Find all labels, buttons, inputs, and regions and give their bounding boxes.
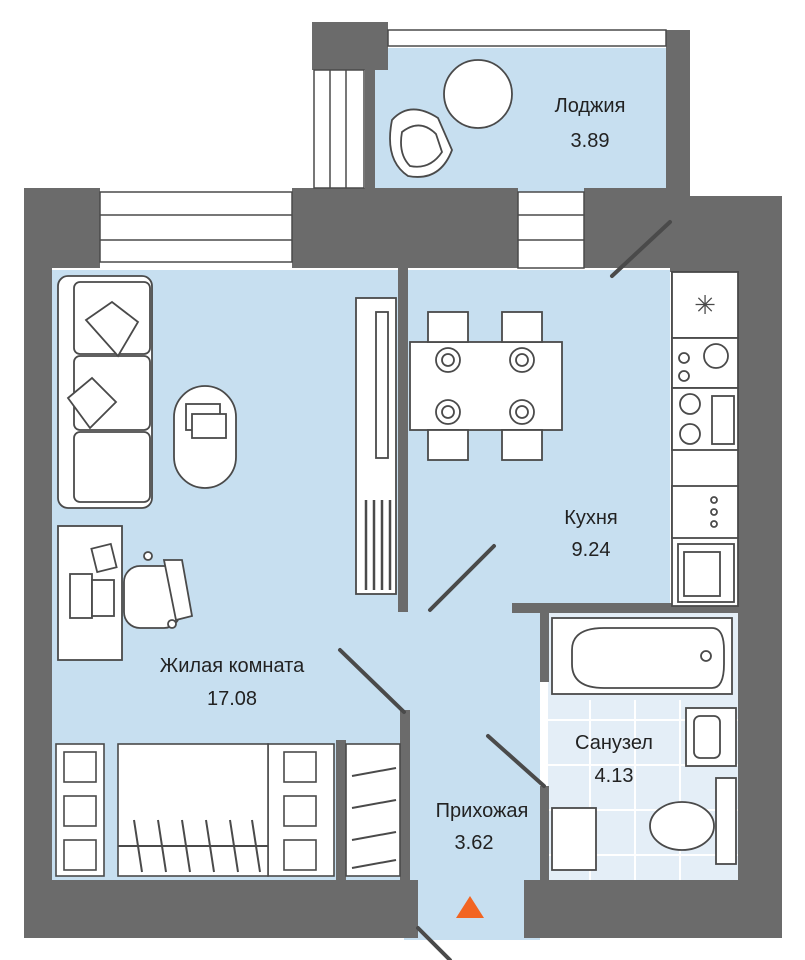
loggia-name: Лоджия <box>555 95 626 117</box>
loggia-window-top <box>387 29 667 47</box>
sofa <box>57 275 153 509</box>
bathroom-name: Санузел <box>575 732 653 754</box>
wall-bath-hall-lower <box>540 786 549 880</box>
living-area: 17.08 <box>207 688 257 710</box>
windows <box>99 29 667 269</box>
loggia-window-side <box>313 69 365 189</box>
doors <box>338 220 672 960</box>
washing-machine <box>551 807 597 871</box>
bath-door <box>486 734 546 788</box>
desk-chair <box>123 551 194 629</box>
loggia-wall-right <box>666 30 690 196</box>
living-name: Жилая комната <box>160 655 305 677</box>
kitchen-door <box>428 544 496 612</box>
wall-wardrobe-hall <box>400 710 410 880</box>
loggia-chair <box>389 108 453 178</box>
wall-left <box>24 188 52 928</box>
entrance-triangle-icon <box>456 896 484 918</box>
loggia-wall-left <box>365 22 375 196</box>
entrance-door <box>416 926 452 960</box>
toilet-tank <box>715 777 737 865</box>
laptop <box>69 573 93 619</box>
wall-right-top <box>584 188 670 268</box>
loggia-wall-left-top <box>312 22 388 70</box>
living-window <box>99 191 293 263</box>
kitchen-furniture <box>409 271 739 607</box>
wall-bottom-left <box>24 880 418 938</box>
wall-kitchen-bath <box>512 603 738 613</box>
loggia-table <box>443 59 513 129</box>
living-door <box>338 648 406 714</box>
bookshelf <box>364 500 392 590</box>
hallway-name: Прихожая <box>436 800 529 822</box>
tv <box>375 311 389 459</box>
loggia-furniture <box>389 59 513 178</box>
bathroom-fixtures <box>551 617 737 871</box>
loggia-area: 3.89 <box>571 130 610 152</box>
dining-table <box>409 341 563 431</box>
hallway-floor <box>404 610 540 940</box>
wall-closet-left <box>336 740 346 880</box>
kitchen-window <box>517 191 585 269</box>
wall-right-upper <box>670 196 782 272</box>
kitchen-name: Кухня <box>564 507 618 529</box>
stove <box>671 485 739 539</box>
walls <box>24 22 782 938</box>
toilet <box>649 801 715 851</box>
wall-top-middle <box>292 188 518 268</box>
wall-right <box>738 196 782 938</box>
snowflake-icon: ✳ <box>694 291 716 321</box>
hallway-area: 3.62 <box>455 832 494 854</box>
hangers <box>118 767 397 873</box>
bathroom-area: 4.13 <box>595 765 634 787</box>
wardrobes <box>55 743 401 877</box>
wall-living-kitchen <box>398 268 408 612</box>
fridge <box>671 271 739 339</box>
living-furniture <box>57 275 397 661</box>
wall-bath-hall <box>540 612 549 682</box>
loggia-door <box>610 220 672 278</box>
kitchen-area: 9.24 <box>572 539 611 561</box>
